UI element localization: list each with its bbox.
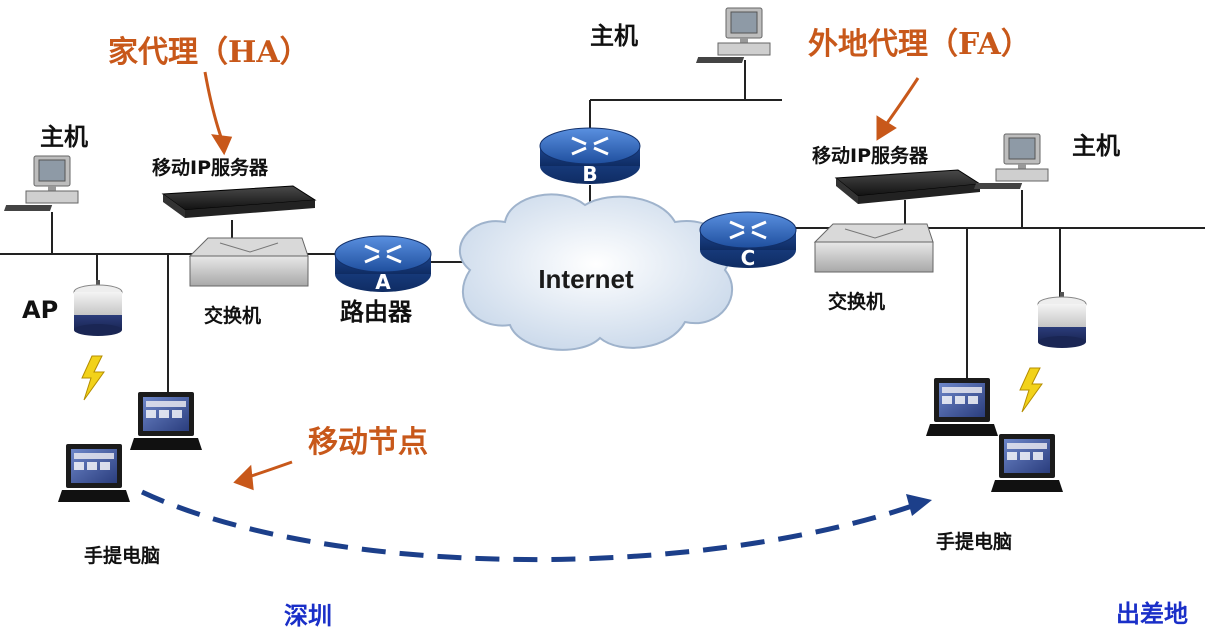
host-pc-right xyxy=(973,133,1049,190)
switch-right xyxy=(813,223,934,273)
router-b: B xyxy=(539,127,641,186)
mip-server-left-label: 移动IP服务器 xyxy=(152,156,269,179)
host-top-label: 主机 xyxy=(590,22,638,50)
laptop-mobile-right xyxy=(991,434,1063,492)
host-pc-left xyxy=(3,155,79,212)
router-a: A xyxy=(334,235,432,294)
laptop-left-label: 手提电脑 xyxy=(84,544,160,567)
router-label: 路由器 xyxy=(340,298,413,326)
fa-arrow xyxy=(876,77,920,141)
router-b-letter: B xyxy=(582,162,597,186)
switch-right-label: 交换机 xyxy=(828,290,885,313)
host-left-label: 主机 xyxy=(40,123,88,151)
internet-label: Internet xyxy=(538,264,634,294)
access-point-left xyxy=(73,280,123,336)
mobile-node-label: 移动节点 xyxy=(308,425,428,460)
laptop-mobile-left xyxy=(58,444,130,502)
place-right-label: 出差地 xyxy=(1116,599,1188,628)
internet-cloud: Internet xyxy=(458,193,734,351)
ap-label: AP xyxy=(22,296,58,324)
router-a-letter: A xyxy=(375,270,391,294)
host-pc-top xyxy=(695,7,771,64)
place-left-label: 深圳 xyxy=(284,601,332,630)
foreign-agent-title: 外地代理（FA） xyxy=(808,27,1031,62)
switch-left xyxy=(188,237,309,287)
mip-server-right xyxy=(834,169,982,204)
laptop-right-label: 手提电脑 xyxy=(936,530,1012,553)
laptop-wired-left xyxy=(130,392,202,450)
mip-server-right-label: 移动IP服务器 xyxy=(812,144,929,167)
router-c: C xyxy=(699,211,797,270)
home-agent-title: 家代理（HA） xyxy=(108,35,310,70)
wireless-lightning-left xyxy=(81,355,105,401)
ha-arrow xyxy=(203,71,233,156)
mip-server-left xyxy=(161,185,317,218)
wireless-lightning-right xyxy=(1019,367,1043,413)
host-right-label: 主机 xyxy=(1072,132,1120,160)
movement-path xyxy=(140,489,932,563)
router-c-letter: C xyxy=(741,246,756,270)
access-point-right xyxy=(1037,292,1087,348)
mobile-node-arrow xyxy=(233,460,293,491)
laptop-wired-right xyxy=(926,378,998,436)
switch-left-label: 交换机 xyxy=(204,304,261,327)
